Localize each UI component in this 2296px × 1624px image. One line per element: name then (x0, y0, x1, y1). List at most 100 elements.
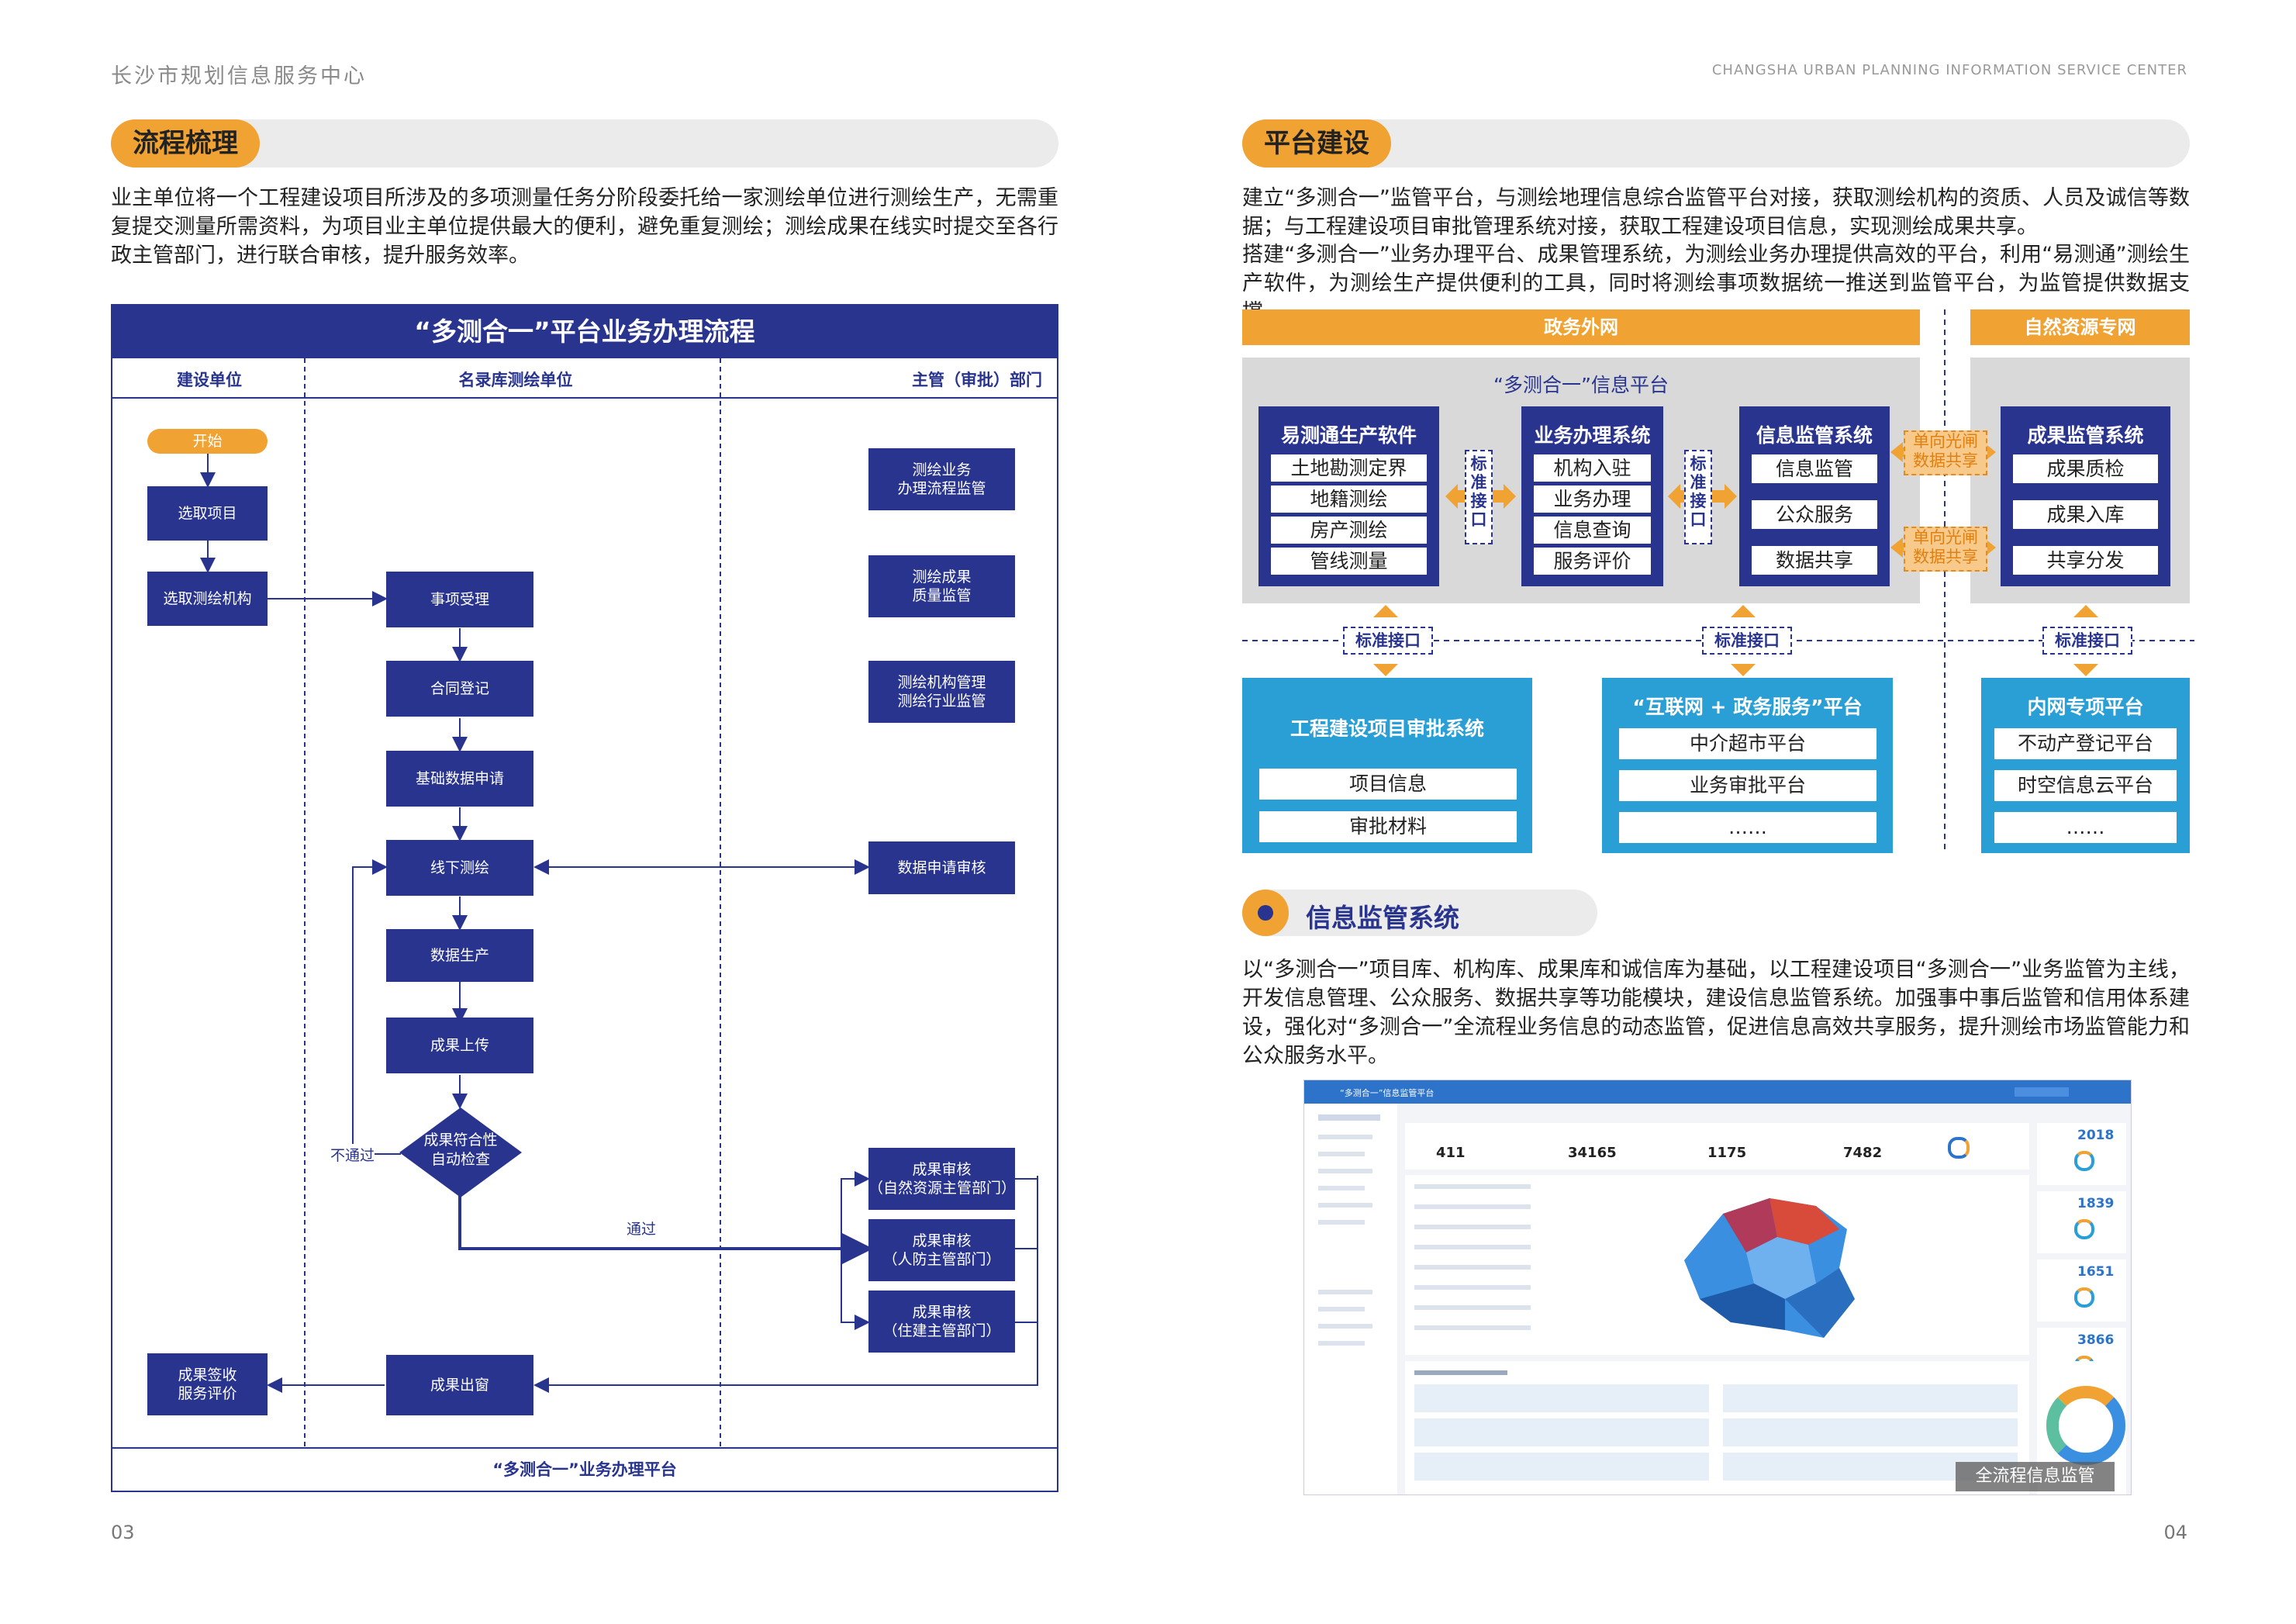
item-quality-check: 成果质检 (2013, 454, 2158, 483)
dashboard-sidebar (1304, 1104, 1397, 1494)
column-construction-unit: 建设单位 (177, 371, 242, 389)
box-quality-supervision: 测绘成果 质量监管 (868, 555, 1015, 617)
dashboard-list-panel (1405, 1361, 2029, 1494)
item-info-supervision: 信息监管 (1752, 454, 1877, 483)
item-warehousing: 成果入库 (2013, 500, 2158, 529)
item-business-approval: 业务审批平台 (1619, 770, 1877, 801)
item-more-1: …… (1619, 812, 1877, 843)
column-authority: 主管（审批）部门 (912, 371, 1042, 389)
header-left-title: 长沙市规划信息服务中心 (111, 64, 367, 88)
right-paragraph-1: 建立“多测合一”监管平台，与测绘地理信息综合监管平台对接，获取测绘机构的资质、人… (1242, 186, 2190, 239)
box-review-natural-resources: 成果审核 （自然资源主管部门） (868, 1148, 1016, 1210)
std-interface-2-label: 标准接口 (1690, 454, 1707, 529)
box-process-supervision: 测绘业务 办理流程监管 (868, 448, 1015, 510)
std-interface-2: 标准接口 (1684, 450, 1712, 544)
unidirectional-gate-2: 单向光闸 数据共享 (1904, 527, 1987, 572)
year-card-3: 1651 (2077, 1264, 2115, 1280)
dashboard-app-title: “多测合一”信息监管平台 (1340, 1088, 1435, 1098)
box-accept: 事项受理 (386, 572, 533, 627)
item-info-query: 信息查询 (1534, 517, 1651, 544)
system-results-title: 成果监管系统 (2027, 424, 2144, 447)
subsection-title: 信息监管系统 (1306, 903, 1459, 933)
box-upload: 成果上传 (386, 1018, 533, 1073)
item-business-handling: 业务办理 (1534, 485, 1651, 513)
item-project-info: 项目信息 (1259, 769, 1517, 800)
system-supervision-title: 信息监管系统 (1756, 424, 1873, 447)
dashboard-screenshot: “多测合一”信息监管平台 411 34165 1175 7482 (1303, 1080, 2132, 1495)
std-interface-1: 标准接口 (1465, 450, 1493, 544)
item-service-eval: 服务评价 (1534, 548, 1651, 575)
project-approval-title: 工程建设项目审批系统 (1290, 717, 1484, 740)
item-agency-entry: 机构入驻 (1534, 454, 1651, 482)
left-paragraph: 业主单位将一个工程建设项目所涉及的多项测量任务分阶段委托给一家测绘单位进行测绘生… (111, 186, 1058, 268)
subsection-bullet-icon (1242, 890, 1289, 936)
right-paragraph-3: 以“多测合一”项目库、机构库、成果库和诚信库为基础，以工程建设项目“多测合一”业… (1242, 958, 2190, 1068)
item-pipeline: 管线测量 (1271, 548, 1427, 575)
box-contract: 合同登记 (386, 661, 533, 717)
subsection-bar (1242, 890, 1597, 936)
box-data-request: 基础数据申请 (386, 751, 533, 807)
box-agency-management: 测绘机构管理 测绘行业监管 (868, 661, 1015, 723)
item-public-service: 公众服务 (1752, 500, 1877, 529)
flowchart-column-header: 建设单位 名录库测绘单位 主管（审批）部门 (112, 358, 1057, 399)
std-interface-bottom-3: 标准接口 (2042, 627, 2132, 655)
header-right-title: CHANGSHA URBAN PLANNING INFORMATION SERV… (1711, 62, 2187, 78)
item-real-estate: 不动产登记平台 (1994, 728, 2177, 759)
year-card-2: 1839 (2077, 1196, 2115, 1211)
year-card-1: 2018 (2077, 1128, 2115, 1143)
section-bar-right (1242, 119, 2190, 168)
internet-gov-title: “互联网 + 政务服务”平台 (1632, 696, 1863, 718)
platform-label: “多测合一”信息平台 (1493, 374, 1669, 396)
stat-3: 1175 (1707, 1145, 1747, 1161)
decision-diamond (399, 1107, 522, 1197)
item-more-2: …… (1994, 812, 2177, 843)
box-select-project: 选取项目 (147, 486, 268, 541)
year-card-4: 3866 (2077, 1332, 2115, 1348)
item-cadastral: 地籍测绘 (1271, 485, 1427, 513)
item-intermediary-market: 中介超市平台 (1619, 728, 1877, 759)
pass-label: 通过 (627, 1221, 657, 1238)
item-approval-materials: 审批材料 (1259, 811, 1517, 842)
zone-natural-resources-net: 自然资源专网 (1970, 309, 2190, 345)
item-land-survey: 土地勘测定界 (1271, 454, 1427, 482)
section-title-platform: 平台建设 (1242, 119, 1391, 168)
stat-2: 34165 (1568, 1145, 1617, 1161)
item-distribution: 共享分发 (2013, 546, 2158, 575)
dashboard-map-panel (1405, 1175, 2029, 1355)
box-select-surveyor: 选取测绘机构 (147, 572, 268, 626)
dashboard-stats: 411 34165 1175 7482 (1405, 1123, 2029, 1170)
dashboard-topbar: “多测合一”信息监管平台 (1304, 1080, 2131, 1104)
flowchart-title: “多测合一”平台业务办理流程 (112, 306, 1057, 358)
flowchart-footer: “多测合一”业务办理平台 (112, 1447, 1057, 1491)
intranet-title: 内网专项平台 (2027, 696, 2144, 718)
system-business-title: 业务办理系统 (1534, 424, 1651, 447)
box-review-civil-defense: 成果审核 （人防主管部门） (868, 1219, 1015, 1281)
box-review-housing: 成果审核 （住建主管部门） (868, 1291, 1015, 1353)
section-title-process: 流程梳理 (111, 119, 260, 168)
dashboard-topbar-button (2015, 1087, 2069, 1097)
section-bar-left (111, 119, 1058, 168)
std-interface-bottom-1: 标准接口 (1343, 627, 1433, 655)
decision-label: 成果符合性 自动检查 (423, 1132, 498, 1168)
flowchart: “多测合一”平台业务办理流程 建设单位 名录库测绘单位 主管（审批）部门 “多测… (111, 304, 1058, 1492)
std-interface-1-label: 标准接口 (1470, 454, 1487, 529)
box-output: 成果出窗 (386, 1355, 533, 1415)
system-yicetong-title: 易测通生产软件 (1280, 424, 1417, 447)
start-node: 开始 (147, 429, 268, 454)
item-data-sharing: 数据共享 (1752, 546, 1877, 575)
box-data-review: 数据申请审核 (868, 841, 1015, 894)
box-receive-evaluate: 成果签收 服务评价 (147, 1353, 268, 1415)
dashboard-region-map (1684, 1198, 1855, 1338)
box-field-survey: 线下测绘 (386, 840, 533, 896)
std-interface-bottom-2: 标准接口 (1702, 627, 1792, 655)
fail-label: 不通过 (330, 1144, 375, 1165)
item-property: 房产测绘 (1271, 517, 1427, 544)
page-number-right: 04 (2163, 1522, 2187, 1543)
item-spatiotemporal-cloud: 时空信息云平台 (1994, 770, 2177, 801)
column-survey-unit: 名录库测绘单位 (458, 371, 573, 389)
zone-gov-extranet: 政务外网 (1242, 309, 1920, 345)
stat-4: 7482 (1843, 1145, 1883, 1161)
box-data-production: 数据生产 (386, 929, 533, 982)
stat-1: 411 (1436, 1145, 1466, 1161)
